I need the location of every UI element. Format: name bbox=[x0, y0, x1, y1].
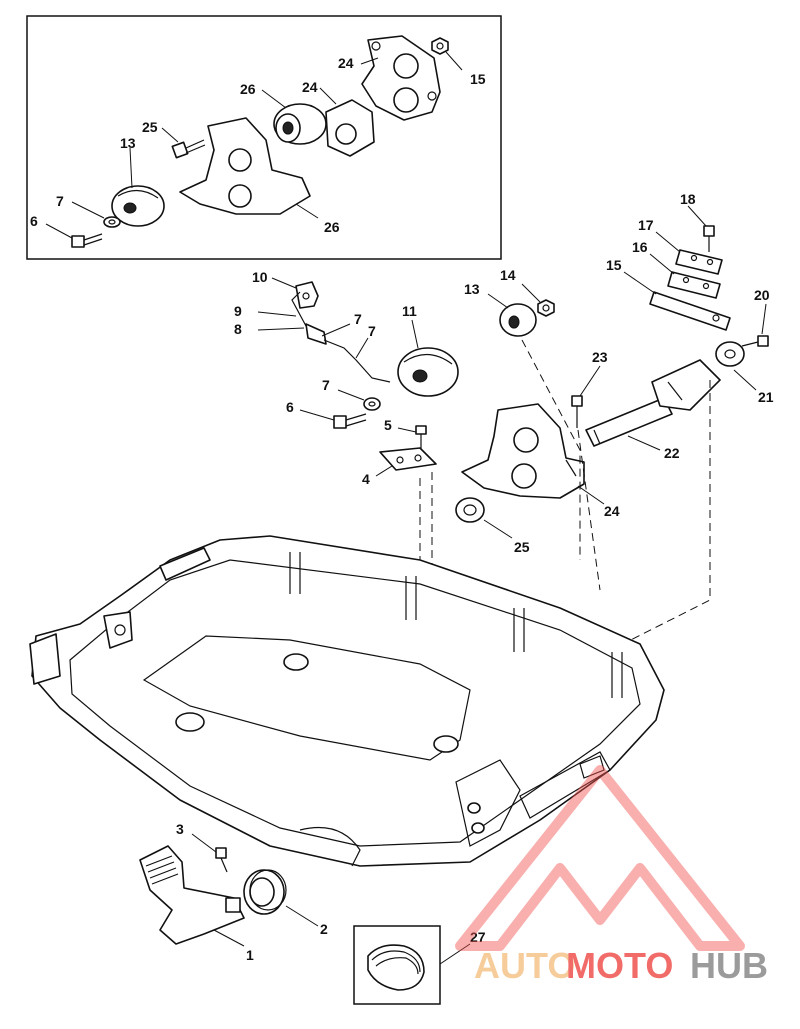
grommet-25 bbox=[455, 497, 485, 523]
assembly-line-d bbox=[577, 429, 601, 591]
callout-22: 22 bbox=[664, 445, 680, 461]
mount-14 bbox=[499, 303, 537, 337]
callout-17: 16 bbox=[632, 239, 648, 255]
callout-6-inset: 6 bbox=[30, 213, 38, 229]
callout-9: 7 bbox=[354, 311, 362, 327]
callout-26: 27 bbox=[470, 929, 486, 945]
screw-3 bbox=[215, 847, 228, 873]
nut-15 bbox=[537, 299, 555, 317]
clip-12 bbox=[295, 281, 319, 309]
callout-5: 5 bbox=[384, 417, 392, 433]
nut-15-inset bbox=[431, 37, 449, 55]
callout-27: 24 bbox=[302, 79, 318, 95]
watermark-text-hub: HUB bbox=[690, 945, 768, 986]
bracket-24-inset bbox=[179, 117, 311, 215]
lower-cowl bbox=[29, 535, 665, 867]
watermark-logo-mark bbox=[455, 765, 745, 951]
callout-7: 7 bbox=[322, 377, 330, 393]
gasket-26 bbox=[367, 944, 425, 991]
callout-21: 21 bbox=[758, 389, 774, 405]
callout-6: 6 bbox=[286, 399, 294, 415]
callout-8: 7 bbox=[368, 323, 376, 339]
callout-18: 17 bbox=[638, 217, 654, 233]
plate-17 bbox=[667, 271, 721, 299]
callout-24-inset: 26 bbox=[324, 219, 340, 235]
cam-13 bbox=[397, 347, 459, 397]
callout-14: 13 bbox=[464, 281, 480, 297]
washer-7 bbox=[363, 397, 381, 411]
callout-3: 3 bbox=[176, 821, 184, 837]
plate-4 bbox=[379, 447, 437, 471]
automotohub-watermark: AUTO MOTO HUB bbox=[455, 765, 768, 986]
bolt-23 bbox=[571, 395, 583, 428]
block-27-inset bbox=[325, 99, 375, 157]
spring-plate-16 bbox=[649, 291, 731, 331]
callout-16: 15 bbox=[606, 257, 622, 273]
lever-1 bbox=[139, 845, 245, 945]
detail-inset-frame bbox=[26, 15, 502, 260]
assembly-line-c bbox=[521, 339, 581, 560]
screw-19 bbox=[703, 225, 715, 252]
bolt-29-inset bbox=[171, 139, 206, 159]
bolt-6-inset bbox=[71, 233, 103, 248]
callout-4: 4 bbox=[362, 471, 370, 487]
callout-25: 25 bbox=[514, 539, 530, 555]
callout-15: 14 bbox=[500, 267, 516, 283]
part-26-frame bbox=[353, 925, 441, 1005]
bolt-6 bbox=[333, 413, 367, 429]
shaft-22 bbox=[585, 397, 673, 447]
callout-24: 24 bbox=[604, 503, 620, 519]
callout-28: 24 bbox=[338, 55, 354, 71]
callout-12: 10 bbox=[252, 269, 268, 285]
tiller-fitting-21 bbox=[651, 341, 745, 411]
bracket-24 bbox=[461, 403, 585, 499]
callout-23: 23 bbox=[592, 349, 608, 365]
bracket-28-inset bbox=[361, 35, 441, 121]
seal-2 bbox=[243, 869, 287, 915]
screw-5 bbox=[415, 425, 427, 450]
callout-30: 26 bbox=[240, 81, 256, 97]
callout-13-inset: 13 bbox=[120, 135, 136, 151]
watermark-text-moto: MOTO bbox=[566, 945, 673, 986]
washer-7-inset bbox=[103, 216, 121, 228]
callout-15-inset: 15 bbox=[470, 71, 486, 87]
callout-10: 8 bbox=[234, 321, 242, 337]
watermark-text-auto: AUTO bbox=[474, 945, 575, 986]
callout-1: 1 bbox=[246, 947, 254, 963]
callout-2: 2 bbox=[320, 921, 328, 937]
cam-13-inset bbox=[111, 185, 165, 227]
screw-20 bbox=[741, 335, 769, 347]
callout-19: 18 bbox=[680, 191, 696, 207]
callout-11: 9 bbox=[234, 303, 242, 319]
callout-29: 25 bbox=[142, 119, 158, 135]
mount-30-inset bbox=[273, 103, 327, 145]
callout-13: 11 bbox=[402, 303, 417, 319]
callout-7-inset: 7 bbox=[56, 193, 64, 209]
callout-20: 20 bbox=[754, 287, 770, 303]
link-rod-10-11 bbox=[291, 291, 391, 383]
plate-18 bbox=[675, 249, 723, 275]
